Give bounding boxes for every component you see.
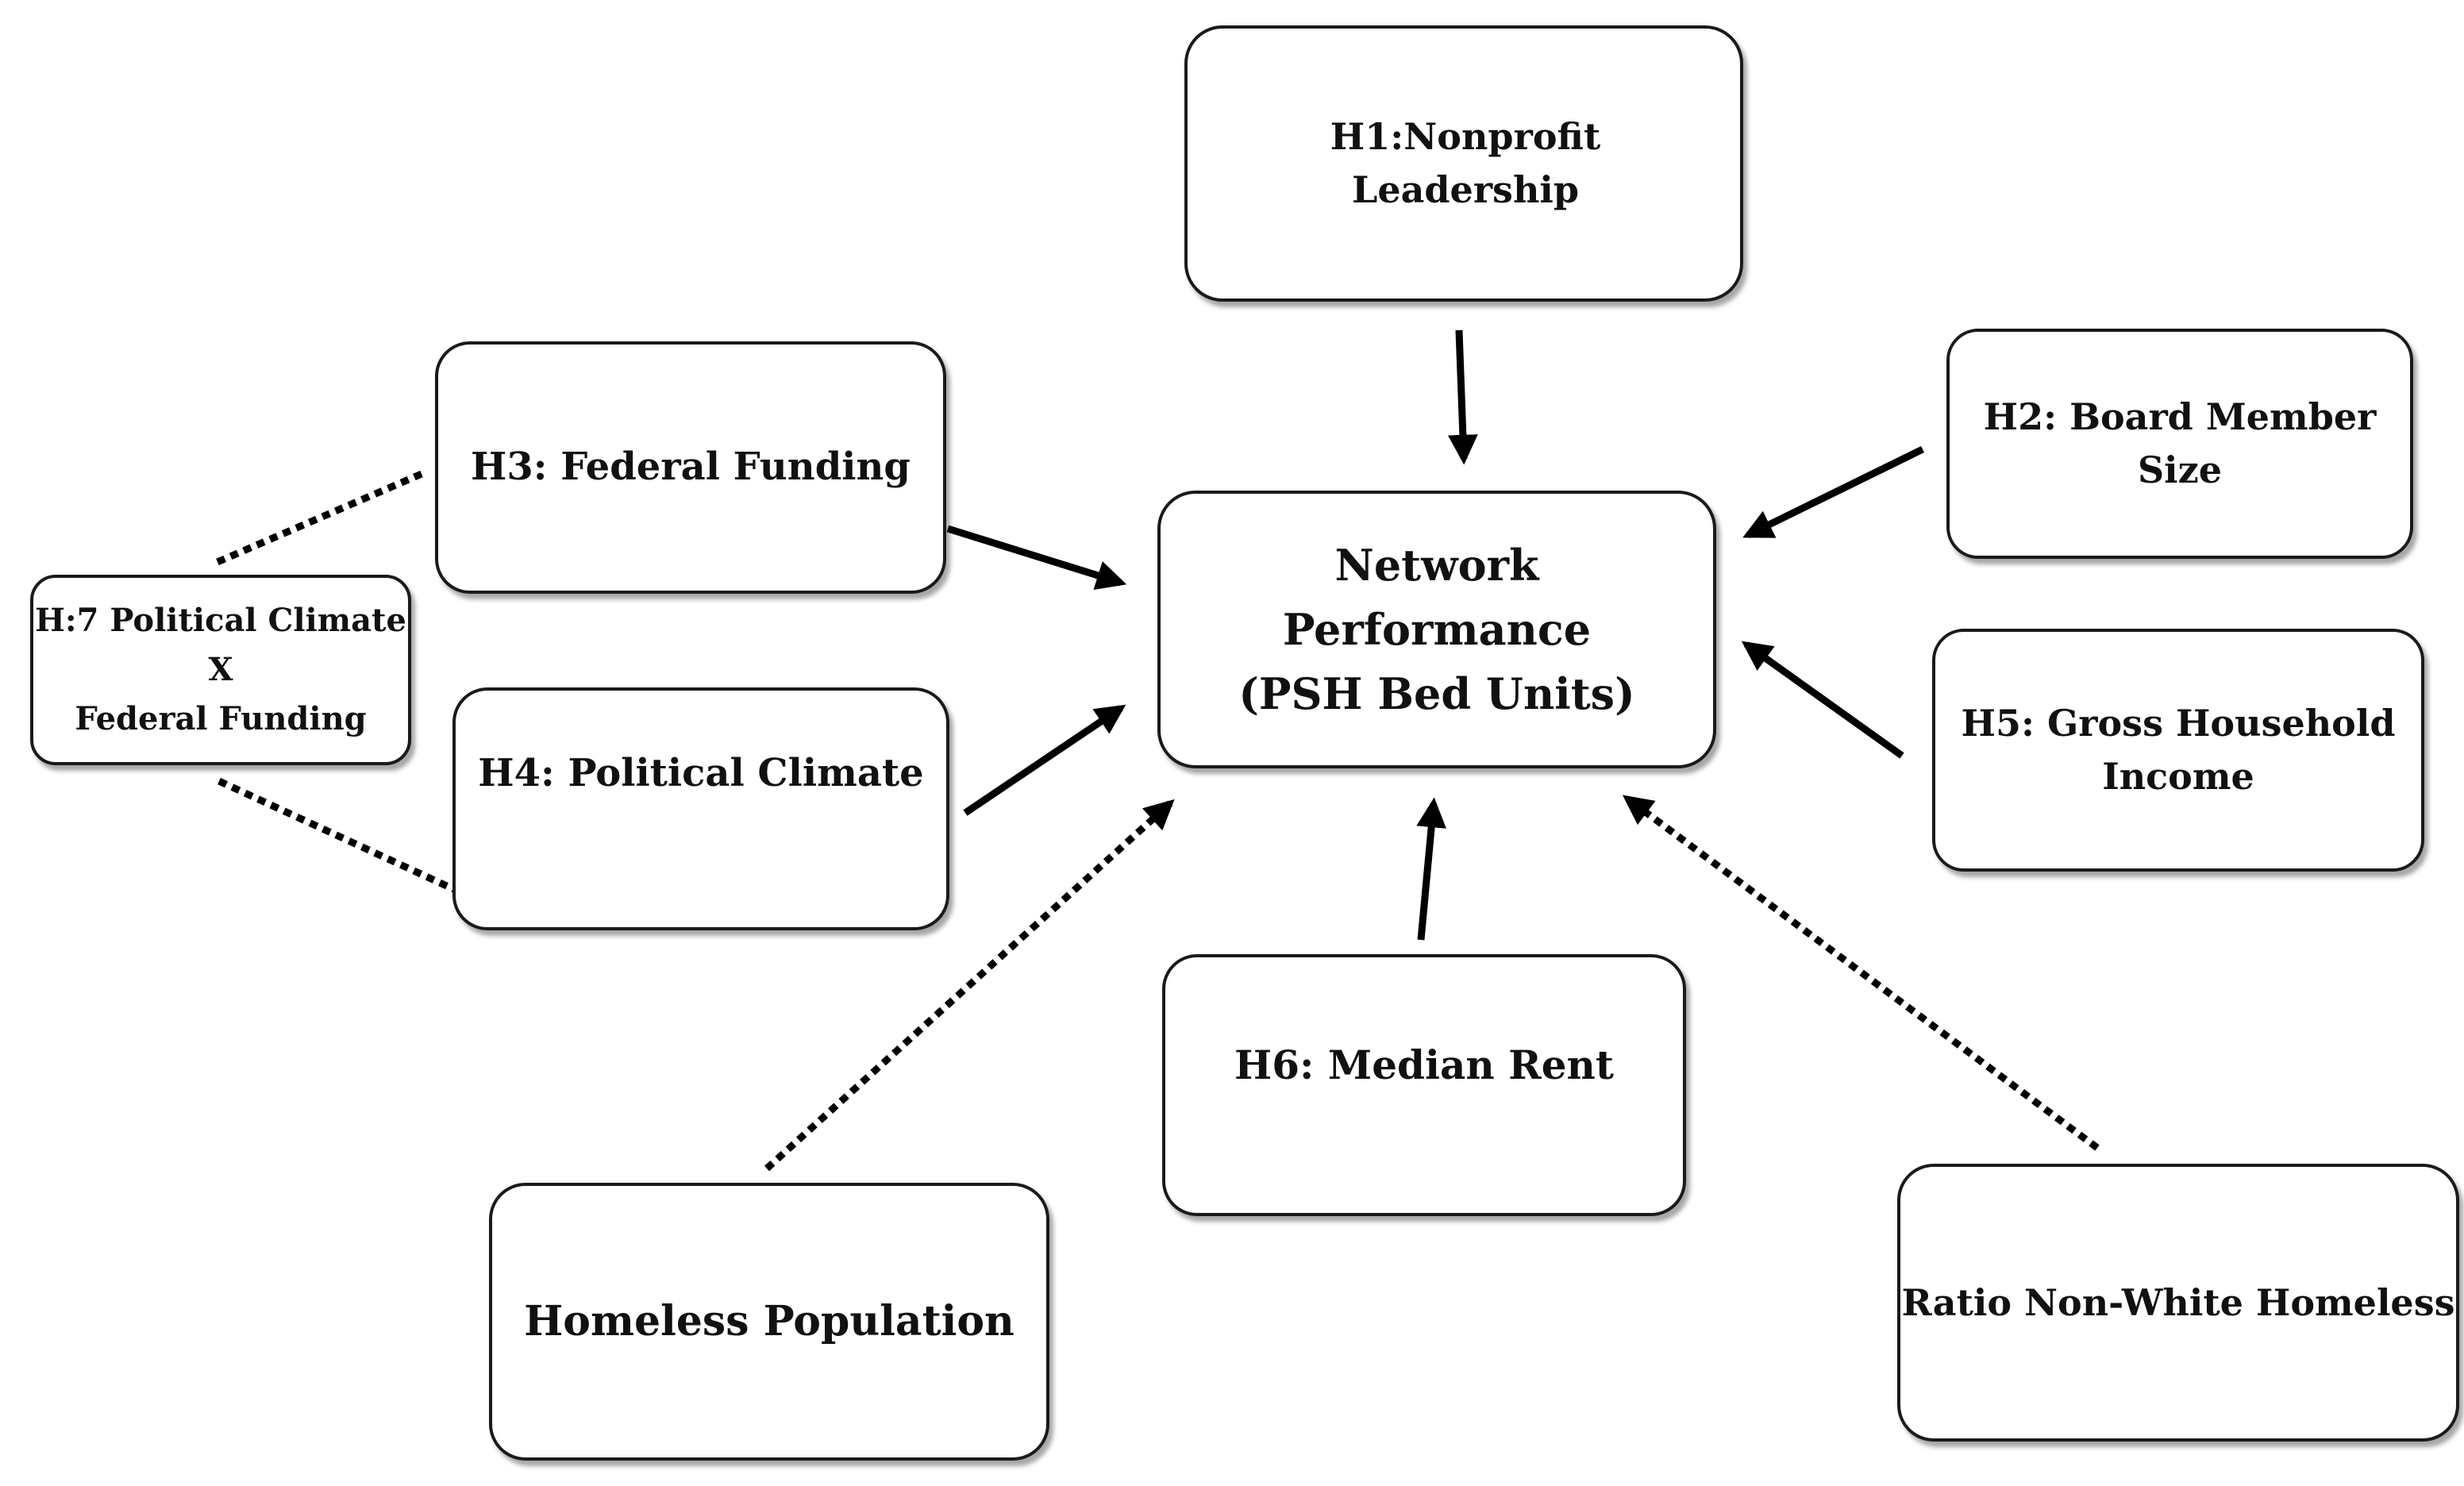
node-h1-nonprofit-leadership: H1:Nonprofit Leadership <box>1184 25 1743 302</box>
node-ratio-non-white-homeless: Ratio Non-White Homeless <box>1897 1164 2459 1442</box>
edge-h5-to-center <box>1741 641 1904 759</box>
node-center-label: Network Performance (PSH Bed Units) <box>1238 539 1635 719</box>
node-h7-interaction: H:7 Political Climate X Federal Funding <box>30 575 411 765</box>
edge-h6-to-center <box>1416 797 1447 941</box>
node-homeless-population: Homeless Population <box>489 1183 1049 1461</box>
node-ratio-label: Ratio Non-White Homeless <box>1901 1280 2455 1324</box>
node-h4-political-climate: H4: Political Climate <box>452 687 949 930</box>
edge-h4-to-center <box>963 704 1126 816</box>
edge-h7-to-h3 <box>216 468 429 566</box>
edge-h3-to-center <box>946 525 1127 591</box>
edge-ratio-to-center <box>1622 795 2100 1151</box>
node-h6-median-rent: H6: Median Rent <box>1162 954 1686 1216</box>
node-h3-label: H3: Federal Funding <box>471 445 911 490</box>
node-h6-label: H6: Median Rent <box>1234 1041 1614 1088</box>
node-h5-gross-household-income: H5: Gross Household Income <box>1932 629 2424 872</box>
edge-h1-to-center <box>1447 329 1478 465</box>
edge-homeless-to-center <box>764 799 1175 1172</box>
node-h4-label: H4: Political Climate <box>478 751 924 795</box>
edge-h2-to-center <box>1742 445 1924 539</box>
node-h3-federal-funding: H3: Federal Funding <box>435 341 946 594</box>
node-h7-label: H:7 Political Climate X Federal Funding <box>35 602 406 737</box>
node-h5-label: H5: Gross Household Income <box>1961 702 2396 798</box>
node-h2-board-member-size: H2: Board Member Size <box>1946 329 2413 559</box>
node-network-performance: Network Performance (PSH Bed Units) <box>1157 491 1716 768</box>
node-homeless-label: Homeless Population <box>524 1297 1014 1346</box>
node-h1-label: H1:Nonprofit Leadership <box>1330 115 1601 211</box>
node-h2-label: H2: Board Member Size <box>1983 395 2377 491</box>
edge-h7-to-h4 <box>218 777 462 896</box>
